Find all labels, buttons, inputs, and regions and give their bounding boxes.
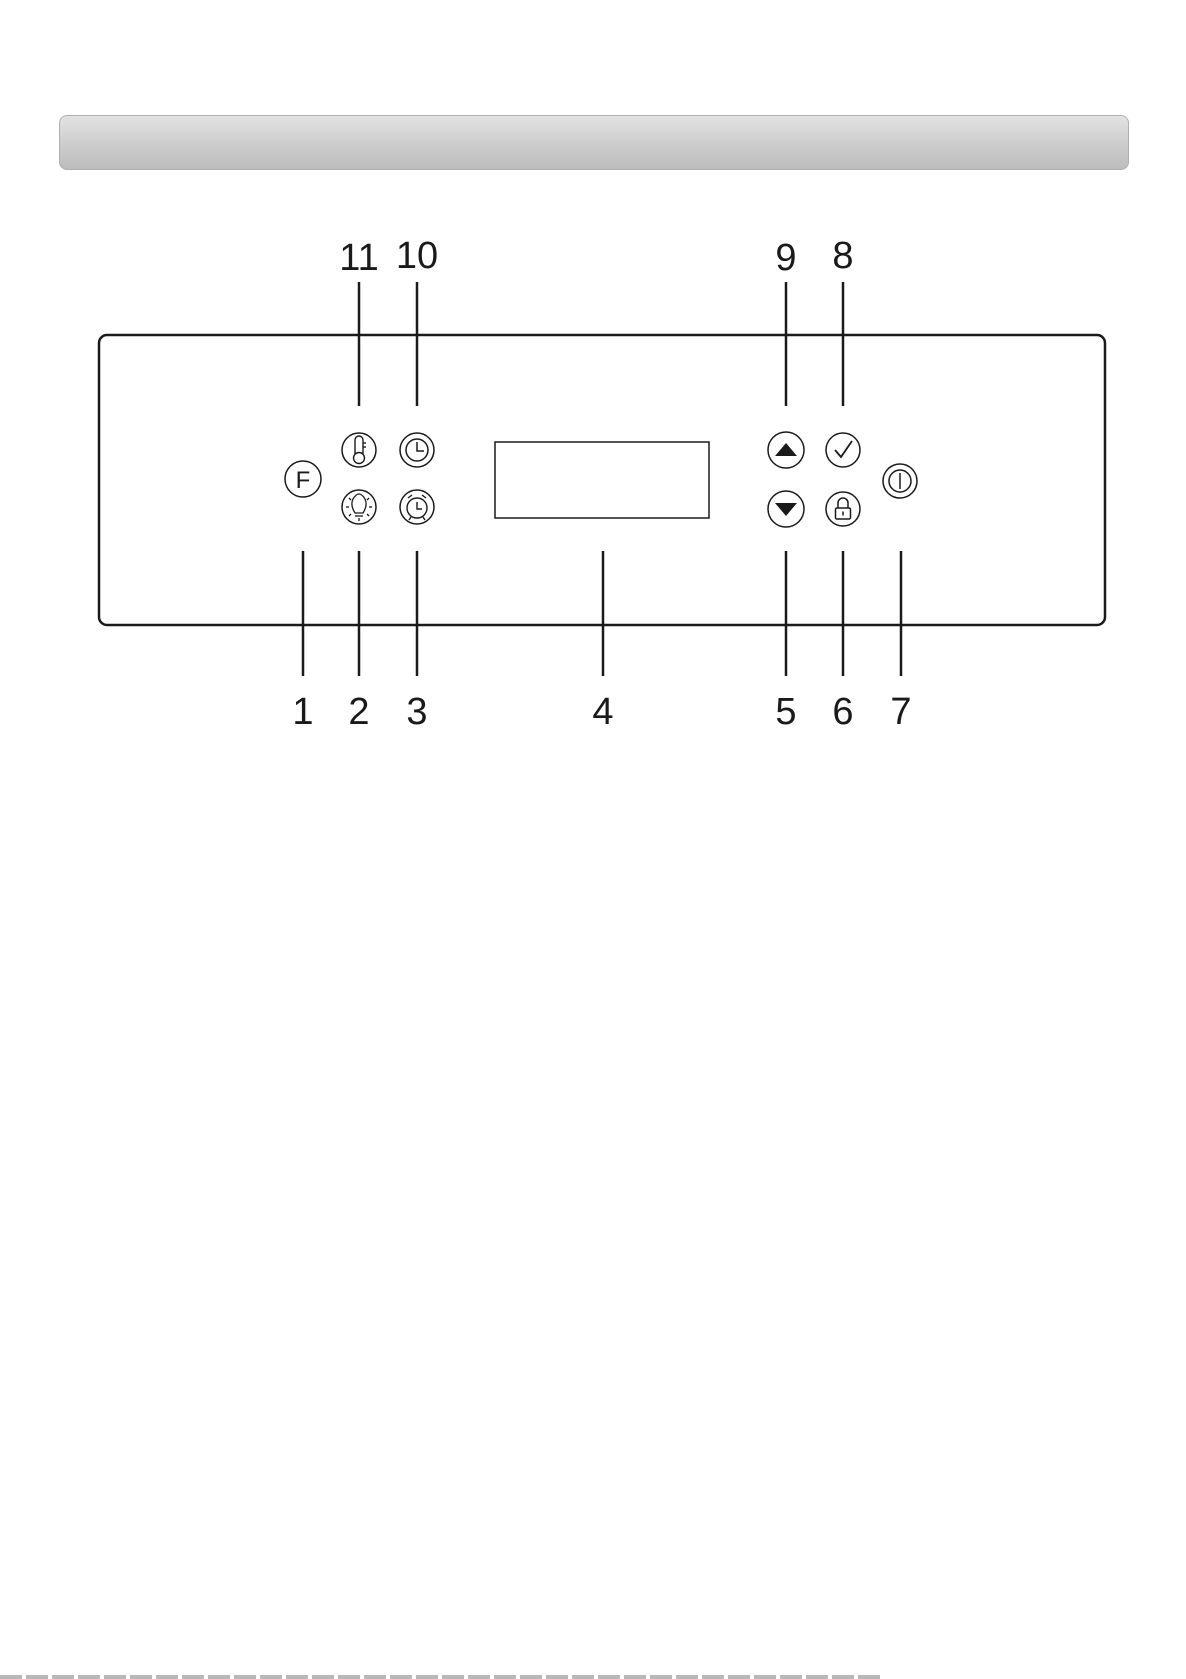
callout-number-11: 11 <box>339 237 378 279</box>
lock-button[interactable] <box>826 492 860 526</box>
function-button[interactable]: F <box>285 461 321 497</box>
callout-number-3: 3 <box>406 691 427 733</box>
callout-number-2: 2 <box>348 691 369 733</box>
callout-number-10: 10 <box>396 235 438 277</box>
down-button[interactable] <box>768 491 804 527</box>
temperature-button[interactable] <box>342 433 376 467</box>
power-button[interactable] <box>883 464 917 498</box>
control-panel-diagram: 11 10 9 8 1 2 3 4 5 6 7 F <box>0 0 1186 760</box>
light-button[interactable] <box>342 490 376 524</box>
function-f-icon: F <box>296 467 311 494</box>
display-window <box>495 442 709 518</box>
callout-number-1: 1 <box>292 691 313 733</box>
confirm-button[interactable] <box>826 433 860 467</box>
callout-number-6: 6 <box>832 691 853 733</box>
up-button[interactable] <box>768 432 804 468</box>
callout-number-4: 4 <box>592 691 613 733</box>
callout-number-9: 9 <box>775 237 796 279</box>
callout-number-5: 5 <box>775 691 796 733</box>
callout-number-8: 8 <box>832 235 853 277</box>
clock-button[interactable] <box>400 433 434 467</box>
callout-number-7: 7 <box>890 691 911 733</box>
page-footer-rule <box>0 1675 880 1679</box>
timer-button[interactable] <box>400 490 434 524</box>
